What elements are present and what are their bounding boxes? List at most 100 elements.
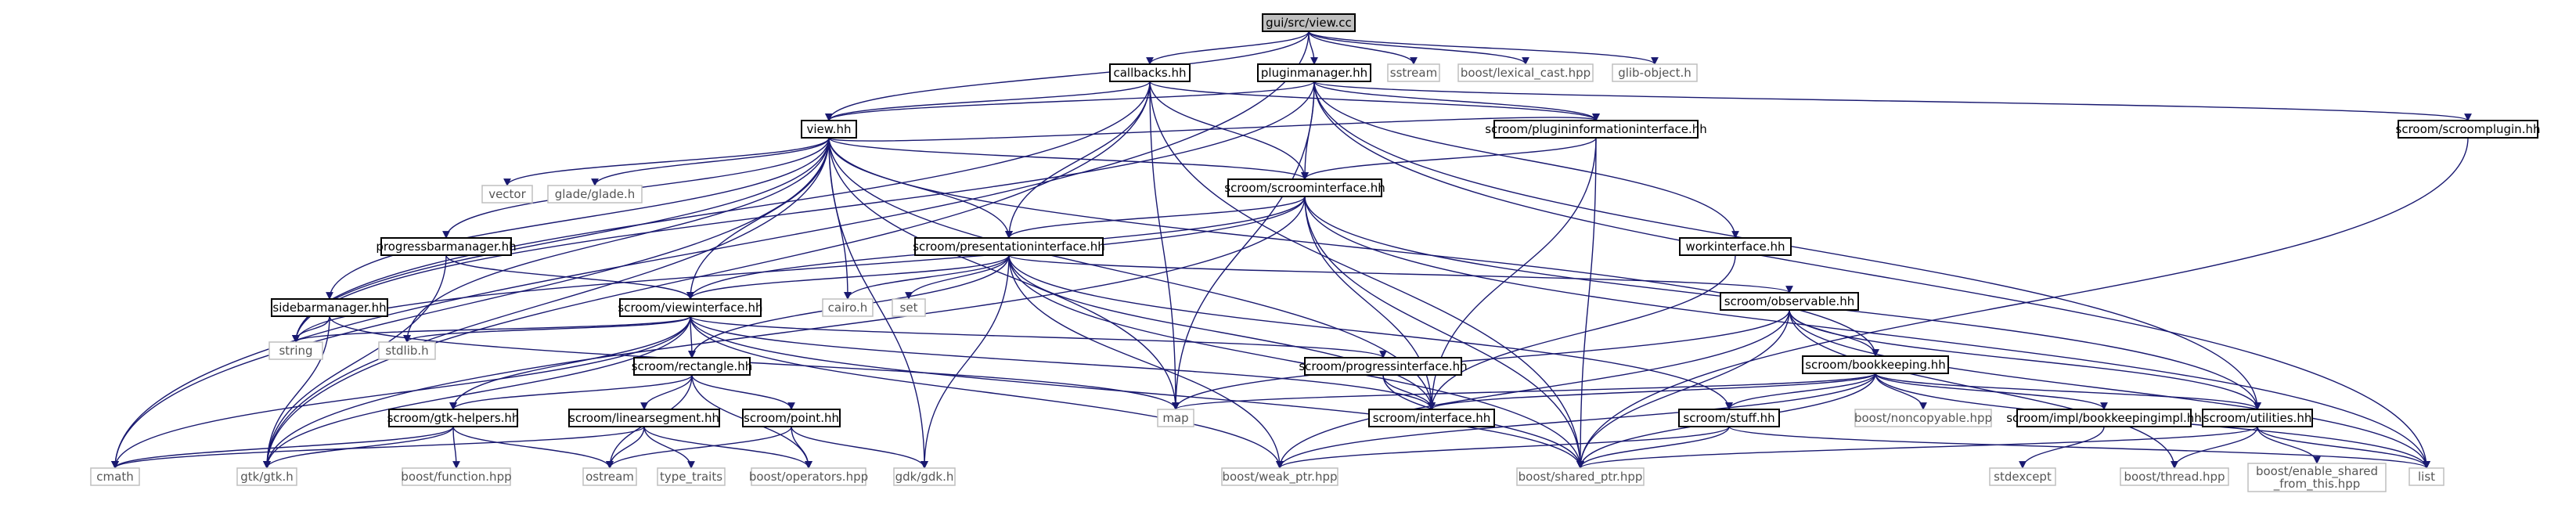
node-workif[interactable]: workinterface.hh <box>1679 237 1792 256</box>
edge-pluginmanager-to-pluginfo <box>1313 81 1600 121</box>
edge-presentationif-to-sharedptr <box>1008 254 1584 469</box>
node-label: scroom/interface.hh <box>1373 411 1491 425</box>
node-scroomif[interactable]: scroom/scroominterface.hh <box>1224 178 1385 197</box>
node-label: boost/function.hpp <box>401 470 511 484</box>
edge-gtkhelpers-to-boostfunction <box>452 426 460 469</box>
node-box <box>1802 355 1949 374</box>
node-progressif[interactable]: scroom/progressinterface.hh <box>1299 357 1468 376</box>
node-utilities[interactable]: scroom/utilities.hh <box>2202 409 2313 427</box>
node-label: callbacks.hh <box>1113 66 1186 80</box>
node-label: scroom/linearsegment.hh <box>569 411 719 425</box>
edge-presentationif-to-gdkh <box>921 254 1010 469</box>
edge-workif-to-interface <box>1428 254 1736 410</box>
node-enableshared: boost/enable_shared_from_this.hpp <box>2247 463 2387 492</box>
node-rectangle[interactable]: scroom/rectangle.hh <box>632 357 753 376</box>
node-label: pluginmanager.hh <box>1261 66 1367 80</box>
node-box <box>801 120 857 139</box>
edge-presentationif-to-set <box>905 254 1010 300</box>
edge-progressbar-to-gtkh <box>263 254 447 469</box>
node-noncopyable: boost/noncopyable.hpp <box>1854 409 1992 427</box>
node-linearseg[interactable]: scroom/linearsegment.hh <box>568 409 720 427</box>
node-point[interactable]: scroom/point.hh <box>742 409 841 427</box>
edge-observable-to-weakptr <box>1276 309 1790 469</box>
edge-viewif-to-cmath <box>111 315 691 469</box>
node-label: type_traits <box>660 470 722 485</box>
node-box <box>1854 409 1992 427</box>
edge-observable-to-sharedptr <box>1576 309 1790 469</box>
node-box <box>547 185 643 204</box>
node-label: _from_this.hpp <box>2273 477 2361 492</box>
edge-presentationif-to-observable <box>1008 254 1793 294</box>
node-gtkhelpers[interactable]: scroom/gtk-helpers.hh <box>387 409 520 427</box>
header-nodes: gui/src/view.cc callbacks.hh pluginmanager… <box>90 13 2541 492</box>
node-label: scroom/observable.hh <box>1724 294 1855 308</box>
node-box <box>90 467 140 486</box>
edge-observable-to-list <box>1789 309 2430 469</box>
node-box <box>2120 467 2229 486</box>
node-bkimpl[interactable]: scroom/impl/bookkeepingimpl.hh <box>2006 409 2202 427</box>
node-cairo: cairo.h <box>822 298 874 317</box>
edge-sidebar-to-gtkh <box>263 315 330 469</box>
edge-viewhh-to-viewif <box>686 137 830 300</box>
node-box <box>2398 120 2538 139</box>
node-pluginmanager[interactable]: pluginmanager.hh <box>1257 63 1371 82</box>
edge-bookkeeping-to-interface <box>1428 373 1876 410</box>
edge-observable-to-map <box>1172 309 1790 410</box>
edge-pluginmanager-to-string <box>292 81 1315 343</box>
node-box <box>1368 409 1495 427</box>
node-viewhh[interactable]: view.hh <box>801 120 857 139</box>
edge-root-to-cmath <box>111 31 1310 469</box>
node-map: map <box>1157 409 1194 427</box>
edge-rectangle-to-gtkhelpers <box>449 374 693 410</box>
node-box <box>1678 409 1780 427</box>
edge-bookkeeping-to-weakptr <box>1276 373 1876 469</box>
edge-viewhh-to-cmath <box>111 137 830 469</box>
edge-linearseg-to-typetraits <box>643 426 695 469</box>
edge-root-to-viewhh <box>825 31 1310 121</box>
node-label: scroom/scroominterface.hh <box>1224 181 1385 195</box>
node-observable[interactable]: scroom/observable.hh <box>1720 292 1859 311</box>
node-box <box>1227 178 1382 197</box>
node-interface[interactable]: scroom/interface.hh <box>1368 409 1495 427</box>
node-stdexcept: stdexcept <box>1989 467 2056 486</box>
node-box <box>633 357 751 376</box>
node-label: cairo.h <box>828 301 868 315</box>
node-sidebar[interactable]: sidebarmanager.hh <box>271 298 388 317</box>
node-label: scroom/progressinterface.hh <box>1299 359 1467 373</box>
node-set: set <box>892 298 926 317</box>
edge-utilities-to-enableshared <box>2257 426 2321 464</box>
node-label: vector <box>488 187 526 201</box>
node-scroomplugin[interactable]: scroom/scroomplugin.hh <box>2396 120 2541 139</box>
edge-pluginmanager-to-map <box>1172 81 1315 410</box>
node-pluginfo[interactable]: scroom/plugininformationinterface.hh <box>1485 120 1707 139</box>
edge-progressbar-to-viewif <box>445 254 694 300</box>
node-box <box>1612 63 1698 82</box>
edge-bookkeeping-to-bkimpl <box>1875 373 2108 410</box>
edge-rectangle-to-point <box>691 374 795 410</box>
node-stuff[interactable]: scroom/stuff.hh <box>1678 409 1780 427</box>
node-bookkeeping[interactable]: scroom/bookkeeping.hh <box>1802 355 1949 374</box>
edge-scroomif-to-sharedptr <box>1304 196 1584 469</box>
node-box <box>2202 409 2313 427</box>
edge-viewhh-to-sidebar <box>326 137 830 300</box>
edge-viewif-to-sharedptr <box>690 315 1584 469</box>
edge-utilities-to-list <box>2257 426 2430 469</box>
node-progressbar[interactable]: progressbarmanager.hh <box>376 237 517 256</box>
edge-scroomif-to-presentationif <box>1005 196 1306 239</box>
edge-callbacks-to-gtkh <box>263 81 1151 469</box>
edge-gtkhelpers-to-ostream <box>452 426 614 469</box>
node-presentationif[interactable]: scroom/presentationinterface.hh <box>913 237 1105 256</box>
node-label: gdk/gdk.h <box>895 470 954 484</box>
node-callbacks[interactable]: callbacks.hh <box>1109 63 1191 82</box>
edge-viewhh-to-gdkh <box>828 137 928 469</box>
node-box <box>1493 120 1699 139</box>
node-label: scroom/impl/bookkeepingimpl.hh <box>2006 411 2202 425</box>
edge-viewif-to-string <box>292 315 691 343</box>
node-weakptr: boost/weak_ptr.hpp <box>1221 467 1338 486</box>
edge-point-to-gdkh <box>791 426 928 469</box>
node-root: gui/src/view.cc <box>1262 13 1356 32</box>
node-viewif[interactable]: scroom/viewinterface.hh <box>618 298 763 317</box>
node-box <box>1109 63 1191 82</box>
edge-presentationif-to-weakptr <box>1008 254 1284 469</box>
